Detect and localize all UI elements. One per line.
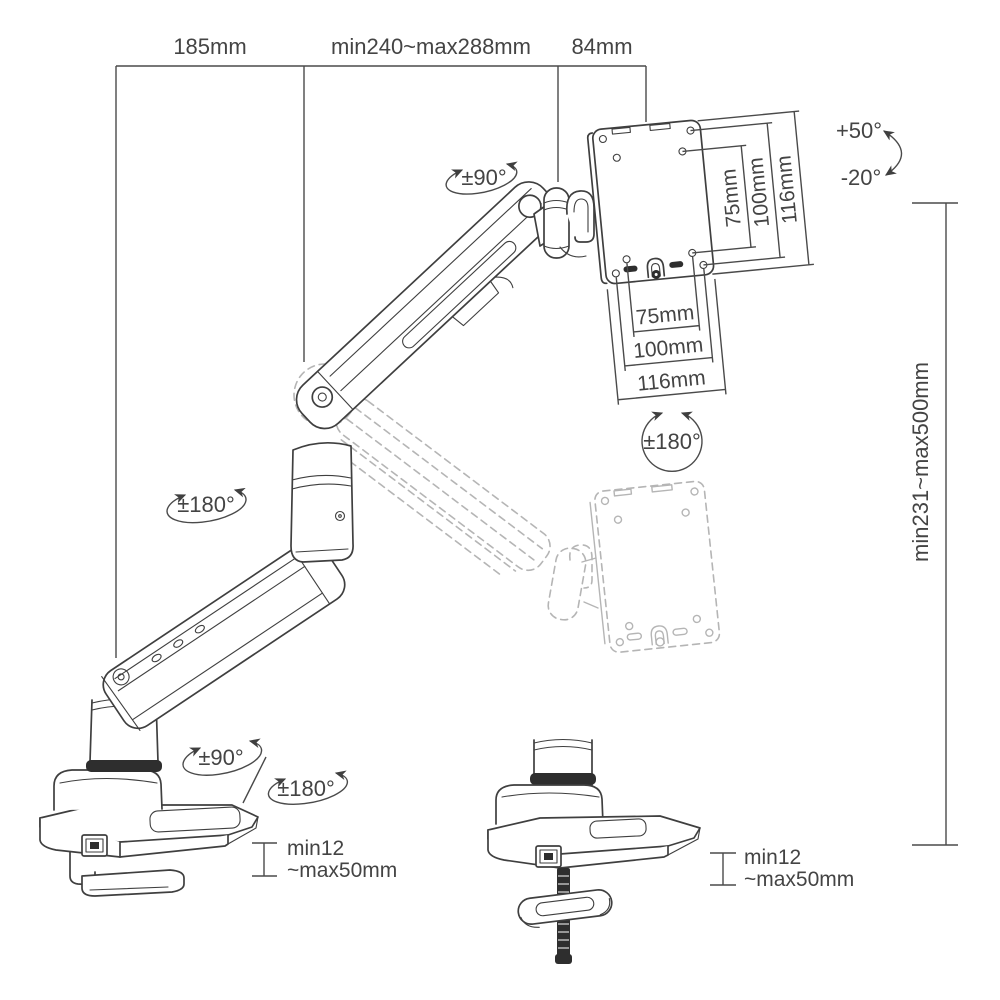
vesa-h-100: 100mm [632, 333, 704, 363]
quick-release-keyhole [646, 257, 666, 280]
dim-rear-arm: 185mm [173, 34, 246, 59]
grommet-ring [517, 889, 613, 928]
angle-base-rotation: ±180° [277, 776, 335, 801]
vesa-v-75: 75mm [717, 168, 745, 228]
ghost-arm-lowered-position [293, 363, 721, 654]
desk-thickness-right-line2: ~max50mm [744, 868, 854, 891]
ghost-vesa-plate [589, 480, 721, 654]
angle-annotations [166, 130, 903, 805]
monitor-head-joint [533, 187, 595, 259]
usb-port-detail [535, 845, 562, 868]
top-dimension-lines [115, 65, 647, 658]
dimension-labels: 185mm min240~max288mm 84mm min231~max500… [173, 34, 933, 801]
desk-thickness-left: min12 ~max50mm [252, 837, 397, 882]
height-dimension-line [912, 202, 958, 846]
desk-clamp-base [39, 698, 259, 897]
elbow-joint [290, 441, 354, 563]
vesa-h-75: 75mm [635, 301, 695, 329]
lower-arm [101, 540, 346, 731]
desk-thickness-left-line2: ~max50mm [287, 859, 397, 882]
dim-height-range: min231~max500mm [908, 362, 933, 562]
angle-head-swivel: ±90° [461, 165, 506, 190]
angle-elbow-swivel: ±180° [177, 492, 235, 517]
vesa-plate: 75mm 100mm 116mm 75mm 100mm 116mm [586, 110, 814, 405]
angle-tilt-up: +50° [836, 118, 882, 143]
desk-thickness-right-line1: min12 [744, 846, 801, 869]
angle-tilt-down: -20° [841, 165, 882, 190]
dim-front-arm: min240~max288mm [331, 34, 531, 59]
dim-head-offset: 84mm [571, 34, 632, 59]
angle-vesa-rotation: ±180° [643, 429, 701, 454]
vesa-v-100: 100mm [744, 156, 774, 228]
vesa-v-116: 116mm [772, 154, 801, 224]
usb-port [81, 834, 108, 857]
desk-thickness-left-line1: min12 [287, 837, 344, 860]
desk-thickness-right: min12 ~max50mm [710, 846, 854, 891]
clamp-detail-view [487, 738, 701, 964]
vesa-h-116: 116mm [636, 366, 706, 395]
angle-base-swivel: ±90° [198, 745, 243, 770]
